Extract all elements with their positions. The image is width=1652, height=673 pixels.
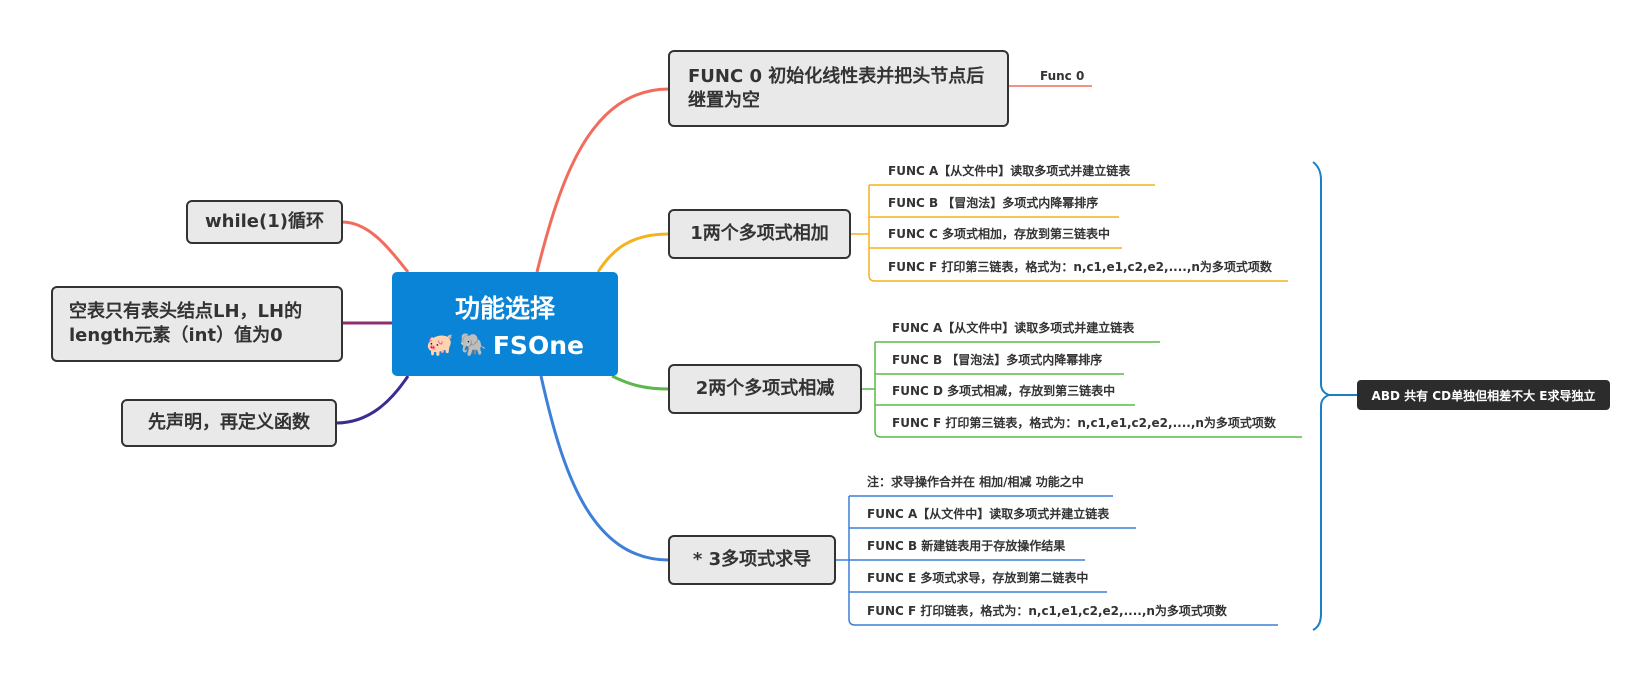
left-node-empty-list[interactable]: 空表只有表头结点LH，LH的 length元素（int）值为0 — [51, 286, 343, 362]
connector-left-3 — [335, 375, 410, 425]
root-subtitle-row: 🐖 🐘 FSOne — [392, 331, 618, 360]
connector-branch-2 — [611, 374, 670, 391]
branch-init-label: FUNC 0 初始化线性表并把头节点后继置为空 — [688, 65, 985, 111]
elephant-icon: 🐘 — [459, 332, 487, 358]
left-node-empty-list-label: 空表只有表头结点LH，LH的 length元素（int）值为0 — [69, 301, 303, 346]
root-title: 功能选择 — [454, 293, 555, 323]
root-node[interactable]: 功能选择 🐖 🐘 FSOne — [392, 272, 618, 376]
sub-deriv-1[interactable]: 注：求导操作合并在 相加/相减 功能之中 — [867, 475, 1084, 489]
sub-sub-4[interactable]: FUNC F 打印第三链表，格式为：n,c1,e1,c2,e2,....,n为多… — [892, 416, 1276, 430]
pig-icon: 🐖 — [426, 332, 454, 358]
connector-left-1 — [341, 220, 410, 273]
root-subtitle: FSOne — [492, 330, 584, 360]
left-node-loop[interactable]: while(1)循环 — [186, 200, 343, 244]
sub-deriv-5[interactable]: FUNC F 打印链表，格式为：n,c1,e1,c2,e2,....,n为多项式… — [867, 604, 1227, 618]
branch-sub[interactable]: 2两个多项式相减 — [668, 364, 862, 414]
branch-add[interactable]: 1两个多项式相加 — [668, 209, 851, 259]
sub-deriv-2[interactable]: FUNC A【从文件中】读取多项式并建立链表 — [867, 507, 1110, 521]
branch-init[interactable]: FUNC 0 初始化线性表并把头节点后继置为空 — [668, 50, 1009, 127]
left-node-declare[interactable]: 先声明，再定义函数 — [121, 399, 337, 447]
sub-deriv-3[interactable]: FUNC B 新建链表用于存放操作结果 — [867, 539, 1066, 553]
branch-deriv[interactable]: * 3多项式求导 — [668, 535, 836, 585]
branch-add-label: 1两个多项式相加 — [690, 223, 829, 244]
branch-deriv-label: * 3多项式求导 — [692, 549, 812, 570]
sub-add-1[interactable]: FUNC A【从文件中】读取多项式并建立链表 — [888, 164, 1131, 178]
connector-group-deriv — [836, 495, 1278, 626]
left-node-declare-label: 先声明，再定义函数 — [148, 412, 310, 433]
sub-deriv-4[interactable]: FUNC E 多项式求导，存放到第二链表中 — [867, 571, 1089, 585]
connector-branch-3 — [539, 375, 670, 562]
sub-func0[interactable]: Func 0 — [1040, 69, 1085, 83]
summary-node[interactable]: ABD 共有 CD单独但相差不大 E求导独立 — [1357, 380, 1610, 410]
sub-sub-2[interactable]: FUNC B 【冒泡法】多项式内降幂排序 — [892, 353, 1103, 367]
sub-add-4[interactable]: FUNC F 打印第三链表，格式为：n,c1,e1,c2,e2,....,n为多… — [888, 260, 1272, 274]
sub-sub-3[interactable]: FUNC D 多项式相减，存放到第三链表中 — [892, 384, 1116, 398]
connector-branch-0 — [535, 87, 670, 273]
sub-add-2[interactable]: FUNC B 【冒泡法】多项式内降幂排序 — [888, 196, 1099, 210]
left-node-loop-label: while(1)循环 — [205, 211, 324, 232]
branch-sub-label: 2两个多项式相减 — [695, 378, 835, 399]
connector-group-add — [851, 184, 1288, 282]
connector-branch-1 — [596, 232, 670, 273]
connector-group-sub — [862, 341, 1302, 438]
summary-label: ABD 共有 CD单独但相差不大 E求导独立 — [1371, 388, 1596, 403]
sub-add-3[interactable]: FUNC C 多项式相加，存放到第三链表中 — [888, 227, 1110, 241]
sub-sub-1[interactable]: FUNC A【从文件中】读取多项式并建立链表 — [892, 321, 1135, 335]
summary-bracket — [1312, 161, 1332, 631]
